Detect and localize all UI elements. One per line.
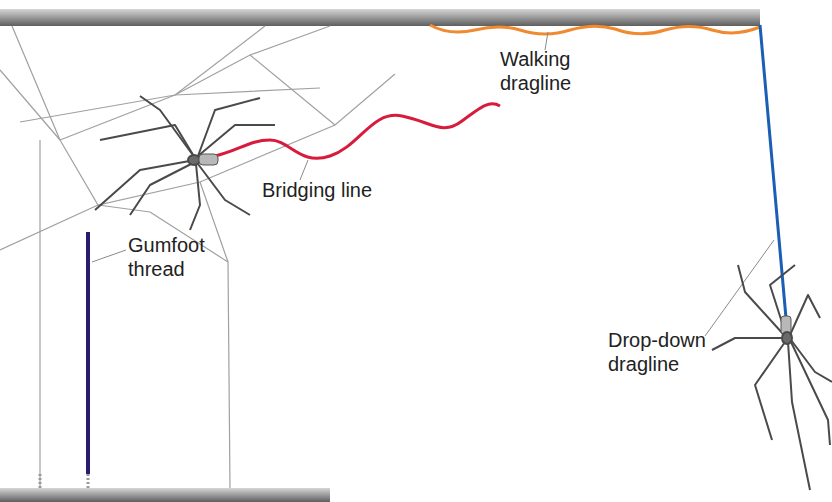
spider-leg (712, 338, 784, 350)
leader-line (300, 160, 308, 180)
part-label: Drop-down dragline (608, 328, 720, 376)
gumfoot-glue (39, 474, 42, 488)
web-thread (12, 26, 60, 140)
spider-leg (788, 342, 810, 490)
spider-leg (190, 164, 200, 230)
spider-leg (198, 164, 250, 215)
spider-leg (95, 160, 195, 210)
spider-leg (100, 125, 195, 158)
spider-abdomen (199, 154, 218, 165)
leader-line (545, 32, 548, 50)
ceiling (0, 9, 760, 26)
walking-dragline (430, 25, 760, 34)
spider-leg (790, 295, 820, 335)
spider-leg (755, 342, 785, 440)
bridging-line (215, 104, 500, 159)
spider-body (188, 155, 200, 165)
web-thread (0, 205, 98, 250)
leader-lines (92, 32, 774, 336)
web-thread (175, 26, 330, 95)
web-thread (250, 55, 335, 125)
web-thread (98, 205, 150, 212)
part-label: Walking dragline (500, 47, 590, 95)
web-thread (20, 88, 320, 122)
part-label: Gumfoot thread (128, 233, 223, 281)
spider-leg (791, 340, 832, 382)
web-thread (60, 26, 265, 140)
part-label: Bridging line (262, 178, 432, 202)
leader-line (705, 240, 774, 336)
web-spider (95, 96, 275, 230)
spider-body (782, 332, 792, 344)
spider-leg (198, 125, 275, 156)
floor (0, 488, 330, 502)
hanging-spider (712, 265, 832, 490)
web-thread (0, 70, 60, 140)
gumfoot-thread (86, 232, 90, 474)
web-thread (39, 140, 40, 488)
sheet-web (0, 26, 395, 488)
gumfoot-glue (87, 474, 90, 488)
leader-line (92, 250, 126, 262)
spider-leg (130, 162, 195, 215)
spider-leg (791, 342, 830, 445)
spider-leg (770, 265, 795, 335)
spider-leg (738, 265, 784, 335)
